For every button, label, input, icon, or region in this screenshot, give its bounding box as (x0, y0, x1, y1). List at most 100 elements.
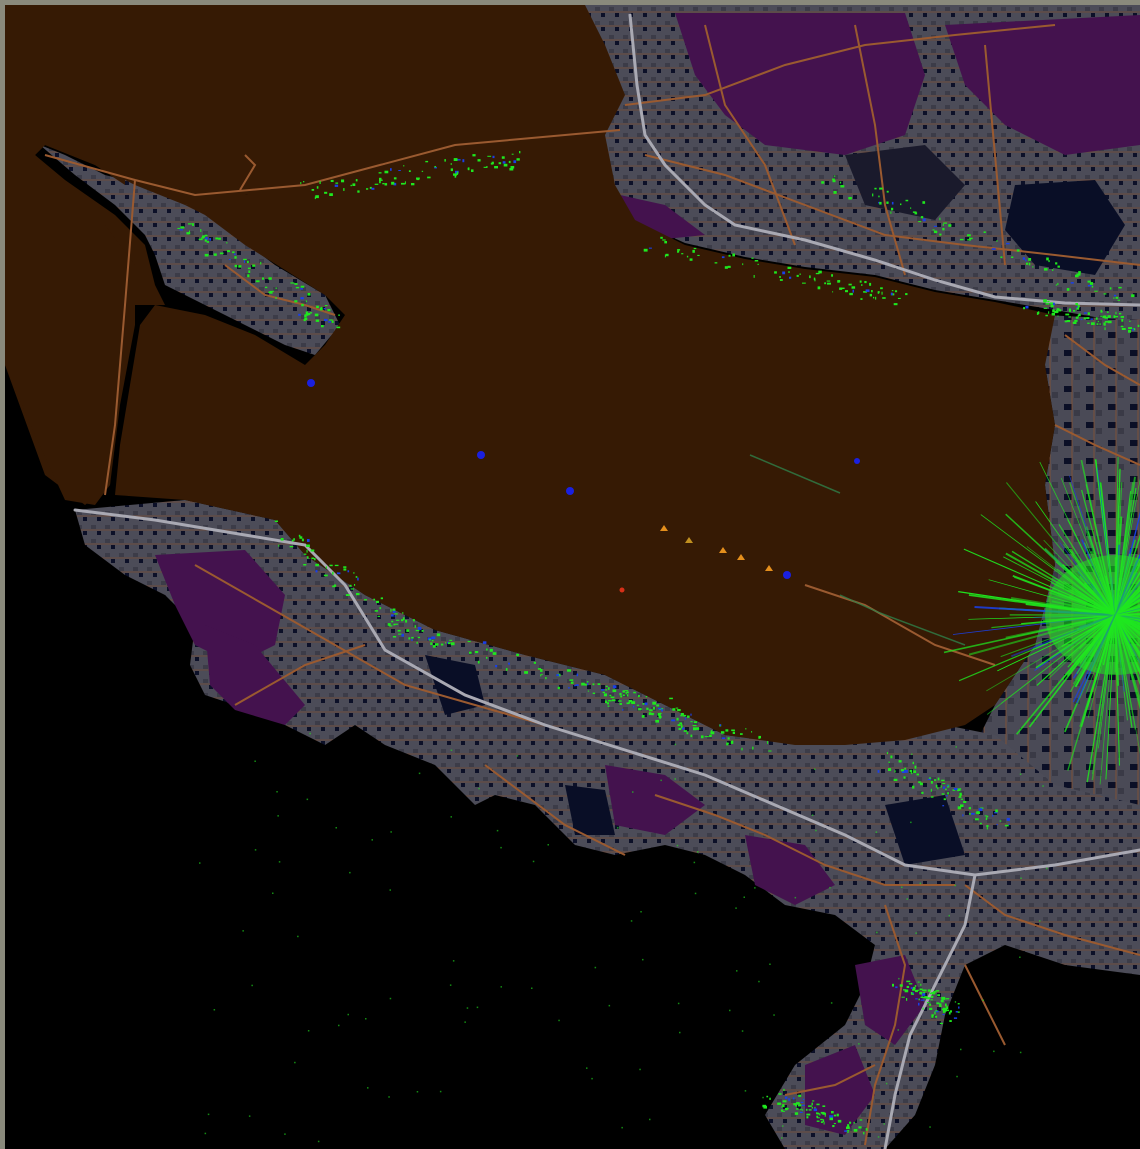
signal-dot (816, 1117, 820, 1119)
signal-dot (1120, 316, 1124, 318)
signal-dot (677, 1002, 680, 1005)
signal-dot (508, 662, 510, 665)
signal-dot (411, 183, 415, 186)
signal-dot (1104, 327, 1106, 331)
signal-dot (440, 643, 444, 646)
signal-dot (284, 1133, 286, 1135)
signal-dot (1103, 322, 1106, 326)
signal-dot (272, 290, 274, 292)
signal-dot (993, 1050, 995, 1053)
signal-dot (188, 223, 192, 225)
signal-dot (243, 258, 247, 261)
signal-dot (996, 240, 998, 242)
signal-dot (617, 827, 619, 829)
park-south-4 (745, 835, 835, 905)
signal-dot (941, 996, 946, 1000)
markers-blue[interactable] (307, 379, 860, 579)
signal-dot (864, 281, 867, 284)
signal-dot (991, 248, 996, 250)
signal-dot (658, 707, 662, 710)
signal-dot (476, 1006, 479, 1009)
signal-dot (277, 815, 279, 817)
signal-dot (1078, 313, 1081, 317)
signal-dot (816, 1120, 820, 1122)
signal-dot (847, 1124, 850, 1128)
signal-dot (179, 229, 183, 231)
signal-dot (387, 623, 391, 626)
signal-dot (934, 1011, 936, 1015)
signal-dot (945, 795, 948, 797)
signal-dot (984, 815, 987, 817)
signal-dot (942, 1014, 945, 1015)
signal-dot (906, 985, 910, 988)
signal-dot (646, 707, 649, 710)
signal-dot (960, 798, 963, 800)
signal-dot (931, 1015, 934, 1018)
signal-dot (431, 636, 436, 639)
signal-dot (516, 755, 519, 757)
signal-dot (394, 623, 399, 625)
signal-dot (207, 1113, 210, 1116)
bay-west-arm (5, 5, 135, 505)
signal-dot (833, 191, 837, 194)
signal-dot (1118, 312, 1122, 315)
signal-dot (186, 232, 191, 235)
signal-dot (986, 825, 989, 827)
signal-dot (304, 314, 307, 318)
markers-orange[interactable] (660, 525, 773, 571)
park-south-2 (205, 625, 305, 725)
signal-dot (891, 207, 894, 211)
signal-dot (898, 977, 900, 980)
signal-dot (1052, 309, 1055, 313)
signal-dot (300, 285, 305, 288)
signal-dot (393, 182, 397, 186)
signal-dot (449, 639, 453, 641)
signal-dot (177, 227, 181, 229)
signal-dot (291, 539, 294, 542)
signal-dot (826, 280, 831, 282)
signal-dot (727, 737, 730, 740)
signal-dot (336, 326, 341, 329)
map-canvas[interactable] (5, 5, 1140, 1149)
signal-dot (905, 293, 908, 296)
signal-dot (496, 829, 499, 832)
signal-dot (656, 704, 660, 707)
signal-dot (1044, 268, 1048, 271)
signal-dot (930, 992, 933, 994)
signal-dot (692, 724, 697, 727)
signal-dot (704, 736, 709, 738)
signal-dot (450, 168, 453, 172)
signal-dot (686, 732, 689, 735)
signal-dot (306, 312, 311, 316)
signal-dot (306, 556, 309, 559)
signal-dot (758, 980, 760, 983)
signal-dot (1090, 318, 1093, 320)
signal-dot (453, 173, 457, 176)
signal-dot (293, 538, 295, 541)
signal-dot (1000, 256, 1003, 258)
signal-dot (745, 728, 747, 730)
signal-dot (959, 792, 962, 795)
signal-dot (594, 966, 597, 969)
signal-dot (384, 183, 388, 186)
signal-dot (915, 989, 918, 993)
signal-dot (727, 742, 729, 744)
signal-dot (198, 238, 203, 241)
signal-dot (636, 704, 640, 706)
signal-dot (910, 207, 912, 209)
signal-dot (341, 179, 345, 183)
signal-dot (1100, 309, 1103, 313)
signal-dot (918, 998, 920, 1001)
signal-dot (892, 983, 894, 987)
signal-dot (806, 1113, 811, 1116)
signal-dot (500, 986, 502, 988)
markers-red[interactable] (619, 587, 625, 593)
signal-dot (268, 291, 273, 293)
signal-dot (816, 1112, 820, 1114)
signal-dot (677, 724, 681, 726)
signal-dot (648, 712, 652, 715)
signal-dot (1064, 320, 1068, 323)
signal-dot (690, 721, 693, 723)
signal-dot (395, 619, 400, 621)
